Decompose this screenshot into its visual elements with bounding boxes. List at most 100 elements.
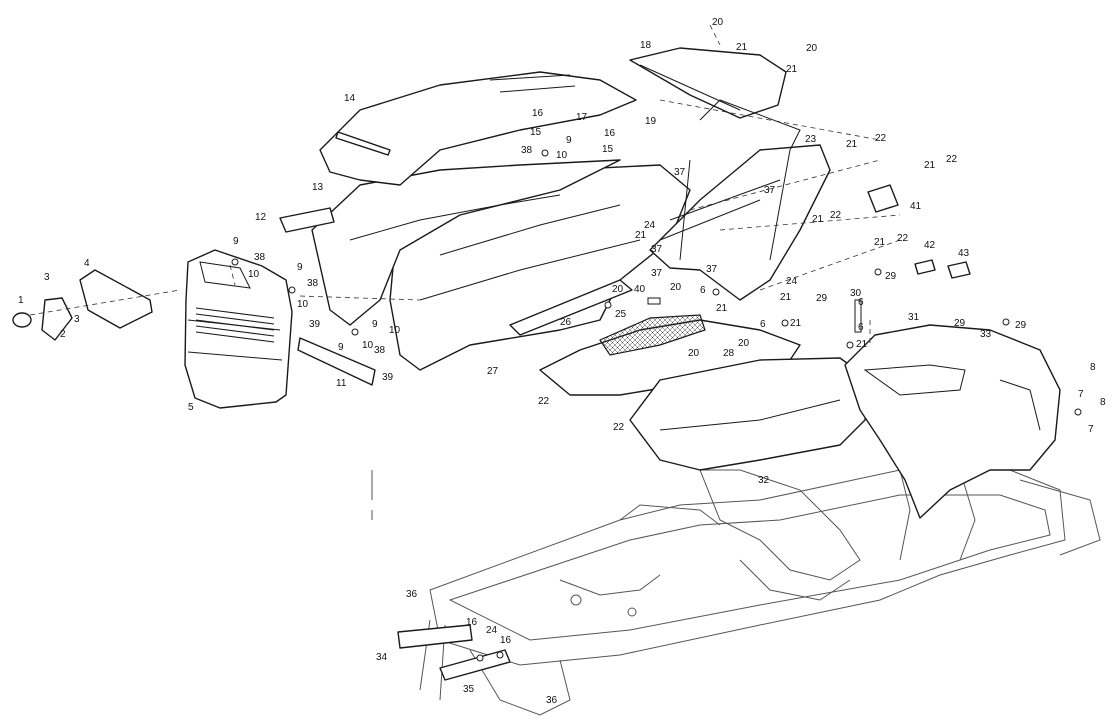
headlight-parts [12,269,181,341]
callout-9: 9 [233,236,239,247]
callout-40: 40 [634,284,646,295]
callout-24: 24 [644,220,656,231]
callout-3: 3 [44,272,50,283]
callout-16: 16 [532,108,544,119]
callout-29: 29 [954,318,966,329]
console-23 [649,99,831,301]
bracket-11 [297,337,376,386]
callout-43: 43 [958,248,970,259]
callout-29: 29 [885,271,897,282]
callout-38: 38 [307,278,319,289]
callout-21: 21 [790,318,802,329]
callout-41: 41 [910,201,922,212]
callout-15: 15 [602,144,614,155]
callout-35: 35 [463,684,475,695]
callout-42: 42 [924,240,936,251]
callout-30: 30 [850,288,862,299]
callout-19: 19 [645,116,657,127]
callout-26: 26 [560,317,572,328]
callout-21: 21 [716,303,728,314]
callout-10: 10 [556,150,568,161]
plate-42 [914,259,936,275]
callout-39: 39 [309,319,321,330]
callout-37: 37 [674,167,686,178]
callout-10: 10 [248,269,260,280]
callout-14: 14 [344,93,356,104]
callout-9: 9 [297,262,303,273]
callout-6: 6 [858,322,864,333]
callout-22: 22 [946,154,958,165]
callout-20: 20 [688,348,700,359]
callout-20: 20 [612,284,624,295]
callout-36: 36 [406,589,418,600]
hood-top [319,71,637,186]
callout-25: 25 [615,309,627,320]
bracket-34 [397,624,473,649]
callout-29: 29 [1015,320,1027,331]
callout-18: 18 [640,40,652,51]
callout-23: 23 [805,134,817,145]
callout-32: 32 [758,475,770,486]
hardware [231,149,1082,662]
callout-22: 22 [830,210,842,221]
callout-labels: 1 2 3 3 4 5 6 6 6 6 7 7 8 8 9 9 9 9 9 10… [18,17,1106,706]
callout-10: 10 [297,299,309,310]
callout-24: 24 [486,625,498,636]
callout-17: 17 [576,112,588,123]
callout-10: 10 [362,340,374,351]
callout-9: 9 [566,135,572,146]
callout-4: 4 [84,258,90,269]
front-grille-assembly [184,249,293,409]
rear-fender [844,324,1061,519]
callout-22: 22 [897,233,909,244]
plate-41 [867,184,899,213]
callout-8: 8 [1090,362,1096,373]
seat-back-18-edge [639,64,741,111]
callout-38: 38 [374,345,386,356]
callout-13: 13 [312,182,324,193]
callout-27: 27 [487,366,499,377]
seat-back-18 [629,47,787,119]
callout-24: 24 [786,276,798,287]
leader-lines [229,24,901,345]
callout-36: 36 [546,695,558,706]
callout-11: 11 [336,378,347,389]
callout-21: 21 [812,214,824,225]
callout-38: 38 [254,252,266,263]
callout-37: 37 [764,185,776,196]
callout-3: 3 [74,314,80,325]
callout-22: 22 [875,133,887,144]
callout-37: 37 [651,244,663,255]
seat-tub [629,357,871,471]
callout-1: 1 [18,295,24,306]
callout-20: 20 [712,17,724,28]
callout-16: 16 [500,635,512,646]
callout-37: 37 [651,268,663,279]
callout-38: 38 [521,145,533,156]
callout-6: 6 [858,297,864,308]
callout-7: 7 [1088,424,1094,435]
callout-33: 33 [980,329,992,340]
strip-12 [279,207,335,233]
callout-29: 29 [816,293,828,304]
callout-9: 9 [338,342,344,353]
callout-20: 20 [738,338,750,349]
callout-34: 34 [376,652,388,663]
chassis-frame [371,469,1101,716]
plate-43 [947,261,971,279]
callout-21: 21 [874,237,886,248]
callout-12: 12 [255,212,267,223]
callout-22: 22 [538,396,550,407]
callout-5: 5 [188,402,194,413]
callout-10: 10 [389,325,401,336]
callout-22: 22 [613,422,625,433]
hood-front-cover [389,164,691,371]
callout-21: 21 [736,42,748,53]
callout-37: 37 [706,264,718,275]
callout-39: 39 [382,372,394,383]
callout-21: 21 [786,64,798,75]
callout-15: 15 [530,127,542,138]
callout-16: 16 [604,128,616,139]
